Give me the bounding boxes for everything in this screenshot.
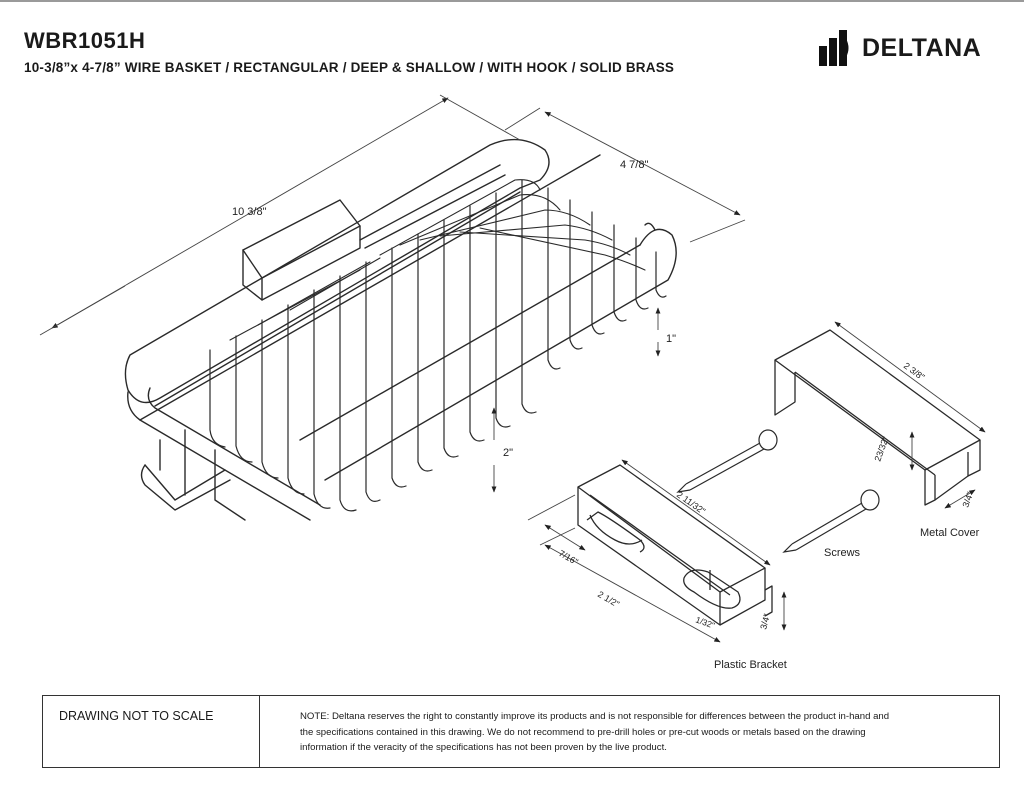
- product-model-title: WBR1051H: [24, 28, 146, 53]
- dim-width-label: 4 7/8": [620, 159, 648, 171]
- disclaimer-line-2: the specifications contained in this dra…: [300, 726, 866, 738]
- metal-cover-label: Metal Cover: [920, 527, 980, 539]
- screws: [676, 429, 880, 553]
- basket-dimension-lines: [39, 94, 746, 493]
- disclaimer-note: NOTE: Deltana reserves the right to cons…: [260, 696, 999, 767]
- dim-deep-depth-label: 2": [503, 447, 513, 459]
- scale-note: DRAWING NOT TO SCALE: [43, 696, 260, 767]
- dim-length-label: 10 3/8": [232, 206, 267, 218]
- plastic-bracket-label: Plastic Bracket: [714, 659, 787, 671]
- deltana-logo-icon: [819, 30, 849, 66]
- dim-cover-length-label: 2 3/8": [902, 361, 927, 383]
- disclaimer-line-1: NOTE: Deltana reserves the right to cons…: [300, 711, 890, 722]
- wire-basket: [124, 138, 677, 521]
- top-rule: [0, 0, 1024, 2]
- footer-note-box: DRAWING NOT TO SCALE NOTE: Deltana reser…: [42, 695, 1000, 768]
- dim-bracket-lip-label: 1/32": [694, 614, 716, 630]
- dim-bracket-total-label: 2 1/2": [596, 589, 621, 609]
- dim-bracket-length-label: 2 11/32": [675, 489, 707, 516]
- screws-label: Screws: [824, 547, 861, 559]
- dim-cover-width-label: 3/4": [960, 490, 975, 508]
- metal-cover: [774, 329, 981, 506]
- brand-logo: DELTANA: [818, 30, 981, 66]
- product-description: 10-3/8”x 4-7/8” WIRE BASKET / RECTANGULA…: [24, 60, 675, 75]
- dim-shallow-depth-label: 1": [666, 333, 676, 345]
- brand-name: DELTANA: [862, 34, 982, 62]
- dim-bracket-inner-label: 7/16": [557, 548, 580, 567]
- dim-bracket-height-label: 3/4": [758, 613, 772, 631]
- dim-cover-height-label: 23/32": [872, 435, 890, 463]
- disclaimer-line-3: information if the veracity of the speci…: [300, 742, 667, 753]
